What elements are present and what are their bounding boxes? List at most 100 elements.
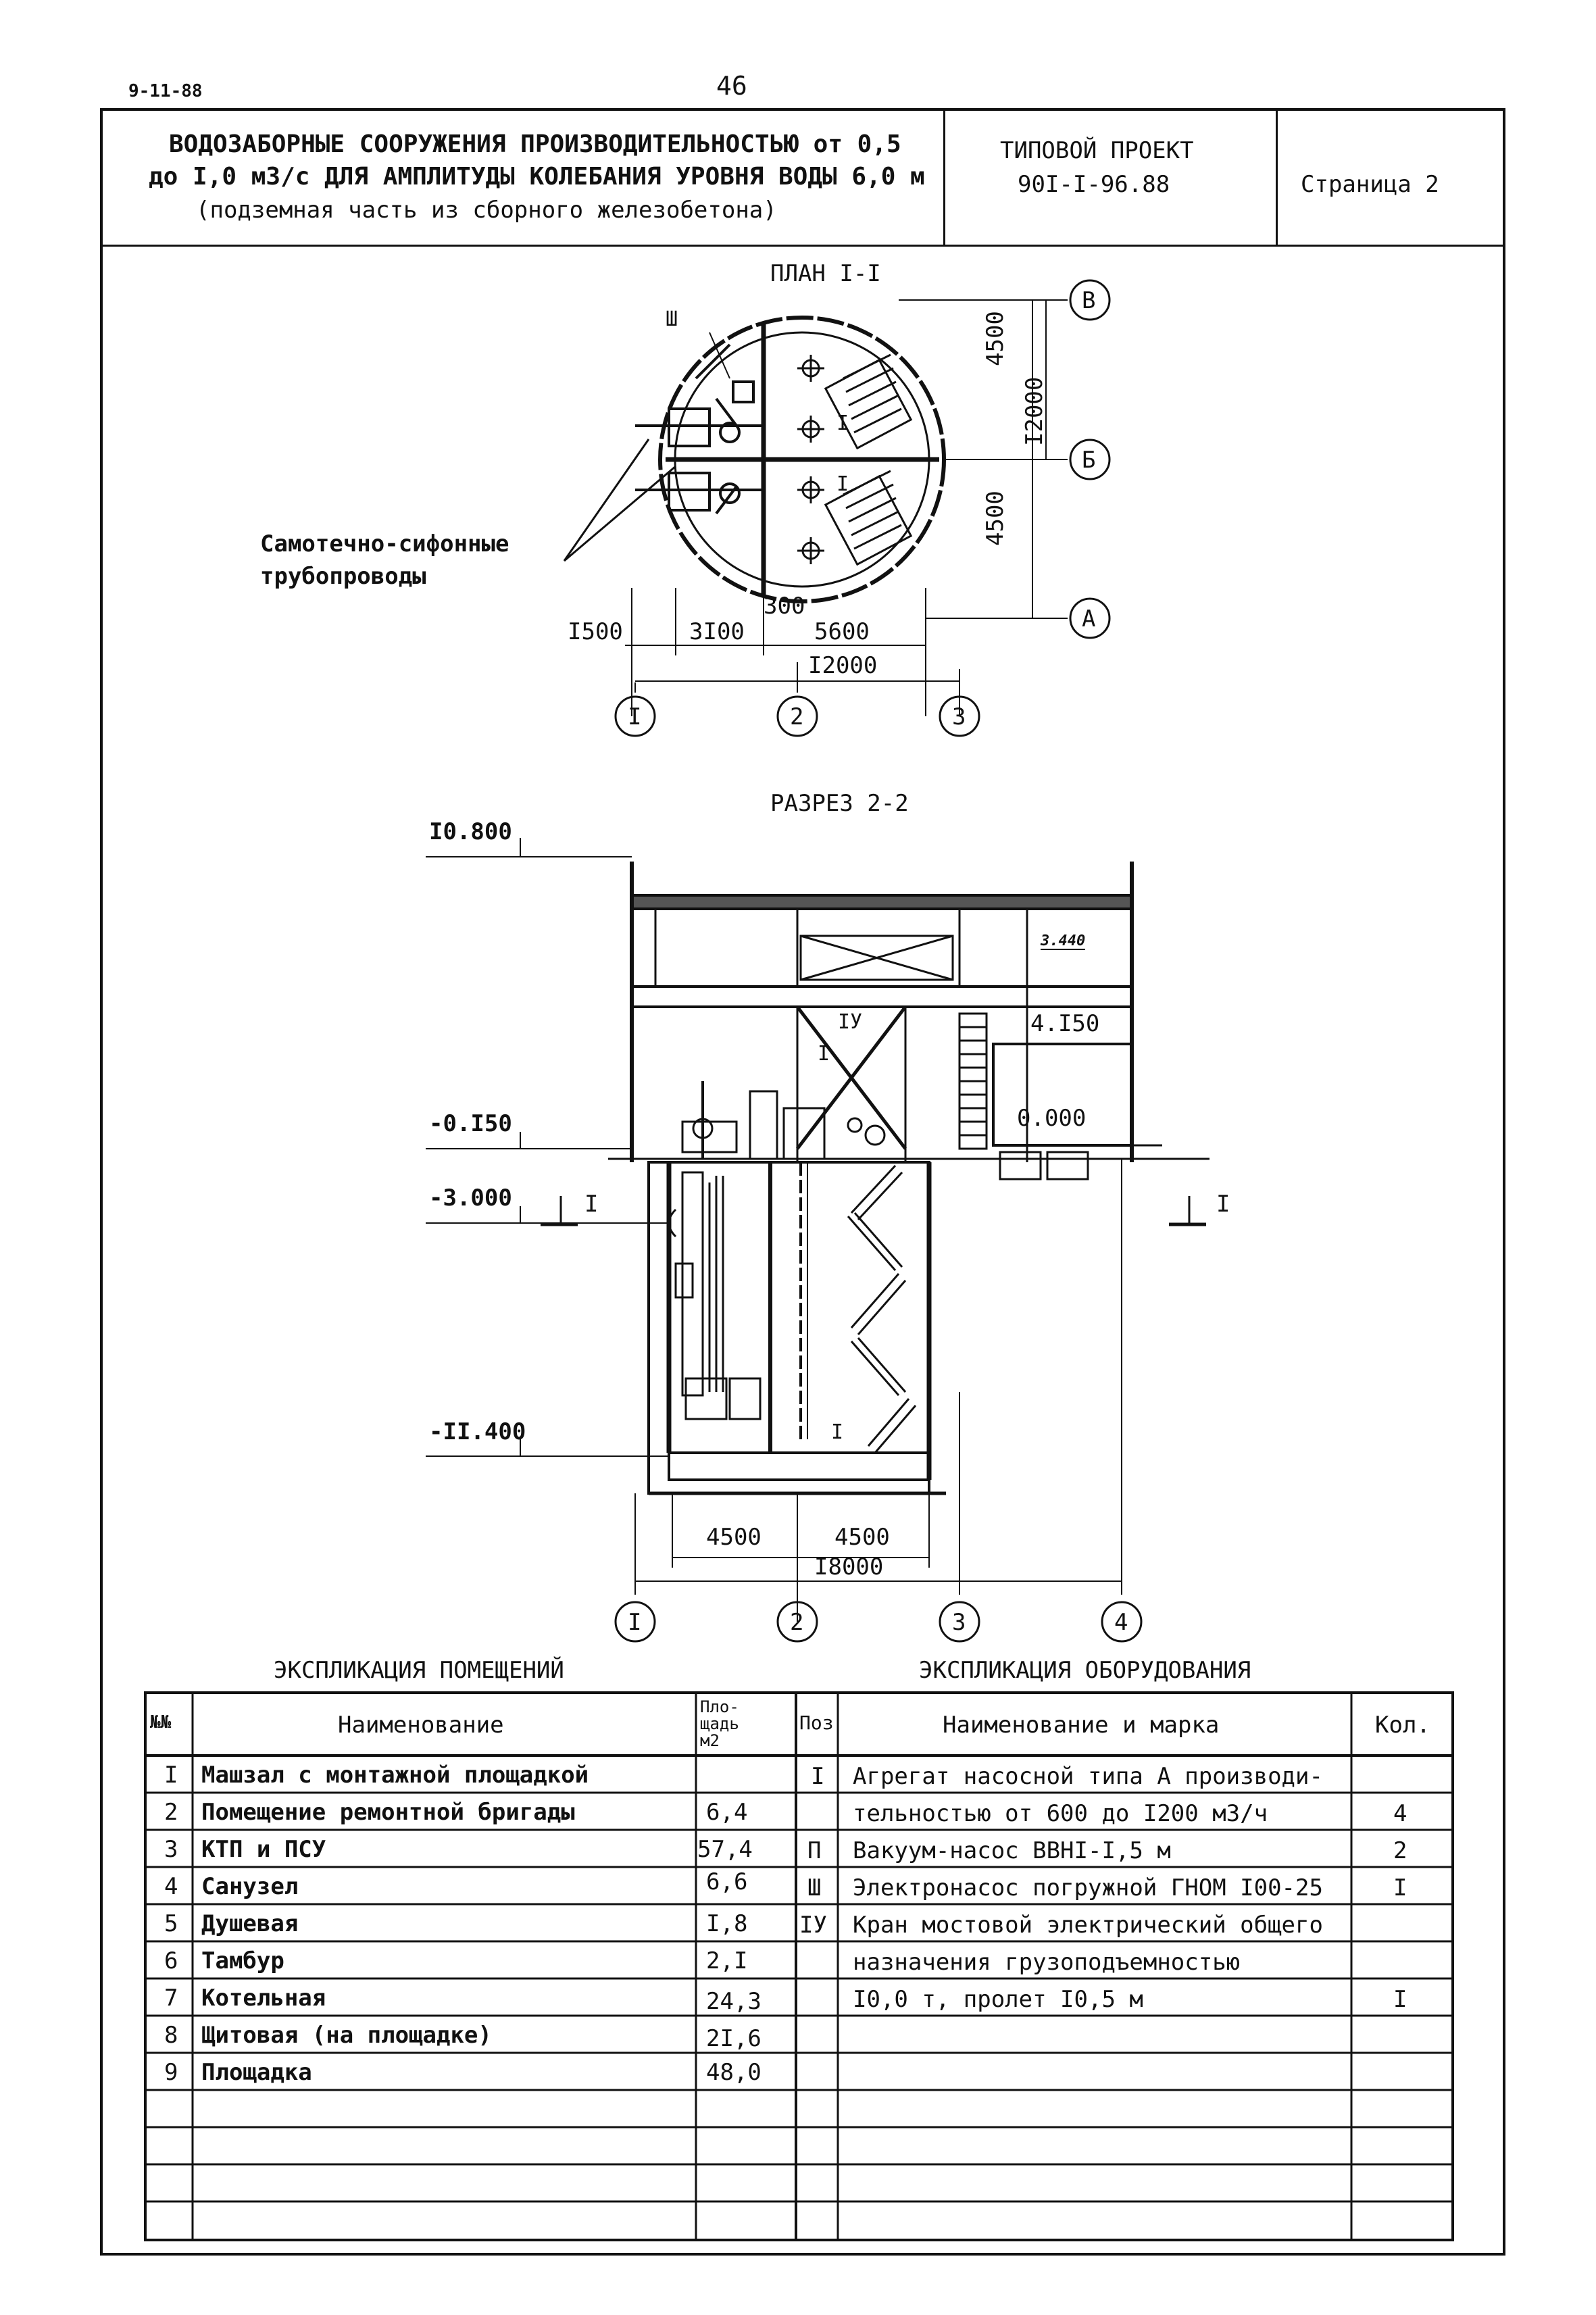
- page-label: Страница 2: [1301, 171, 1439, 198]
- room-area: 6,6: [706, 1868, 748, 1895]
- room-no: 3: [164, 1836, 178, 1863]
- sheet-code: 9-11-88: [128, 81, 203, 101]
- plan-dim-12000-vert: I2000: [1021, 376, 1048, 446]
- room-name: Щитовая (на площадке): [201, 2022, 492, 2049]
- section-cut-right: I: [1216, 1191, 1230, 1218]
- section-elev-m0150: -0.I50: [429, 1110, 512, 1137]
- room-name: Площадка: [201, 2059, 312, 2086]
- equipment-name: Агрегат насосной типа А производи-: [853, 1763, 1323, 1790]
- equipment-head-qty: Кол.: [1375, 1712, 1430, 1739]
- room-no: I: [164, 1762, 178, 1789]
- plan-dim-12000: I2000: [808, 652, 878, 679]
- plan-drawing: [563, 279, 1111, 737]
- section-dim-18000: I8000: [814, 1553, 884, 1580]
- plan-axis-1: I: [628, 703, 642, 730]
- room-no: 5: [164, 1910, 178, 1937]
- section-drawing: [426, 838, 1210, 1643]
- room-name: Котельная: [201, 1985, 326, 2012]
- section-title: РАЗРЕЗ 2-2: [770, 790, 909, 817]
- section-mark-i-bot: I: [831, 1420, 844, 1444]
- room-no: 2: [164, 1799, 178, 1826]
- tables-grid: [144, 1691, 1454, 2241]
- equipment-qty: 2: [1393, 1837, 1407, 1864]
- project-code: 90I-I-96.88: [1018, 171, 1170, 198]
- room-area: 6,4: [706, 1799, 748, 1826]
- section-elev-3440: 3.440: [1041, 932, 1086, 950]
- room-name: Помещение ремонтной бригады: [201, 1799, 575, 1826]
- plan-dim-4500-bot: 4500: [982, 491, 1009, 546]
- equipment-head-name: Наименование и марка: [943, 1712, 1220, 1739]
- project-label: ТИПОВОЙ ПРОЕКТ: [1000, 137, 1194, 164]
- room-name: КТП и ПСУ: [201, 1836, 326, 1863]
- section-axis-3: 3: [952, 1609, 966, 1636]
- plan-mark-i-a: I: [837, 412, 849, 435]
- plan-title: ПЛАН I-I: [770, 260, 881, 287]
- title-block-separator: [1276, 108, 1278, 245]
- title-block-divider: [100, 245, 1505, 247]
- section-axis-1: I: [628, 1609, 642, 1636]
- room-area: 48,0: [706, 2059, 762, 2086]
- room-no: 8: [164, 2022, 178, 2049]
- room-no: 6: [164, 1947, 178, 1974]
- page-number: 46: [716, 71, 747, 101]
- section-elev-0000: 0.000: [1017, 1105, 1087, 1132]
- room-no: 7: [164, 1985, 178, 2012]
- room-no: 4: [164, 1873, 178, 1900]
- plan-callout-line-1: Самотечно-сифонные: [260, 530, 509, 557]
- section-elev-top: I0.800: [429, 818, 512, 845]
- room-no: 9: [164, 2059, 178, 2086]
- equipment-pos: П: [807, 1837, 822, 1864]
- section-dim-4500-a: 4500: [706, 1524, 762, 1551]
- section-elev-4150: 4.I50: [1030, 1010, 1100, 1037]
- plan-axis-2: 2: [790, 703, 804, 730]
- title-block-separator: [943, 108, 945, 245]
- plan-dim-3100: 3I00: [689, 618, 745, 645]
- plan-axis-a: А: [1082, 605, 1096, 632]
- plan-mark-3: Ш: [666, 307, 678, 331]
- equipment-name: назначения грузоподъемностью: [853, 1949, 1241, 1976]
- room-area: I,8: [706, 1910, 748, 1937]
- plan-dim-300: 300: [764, 593, 805, 620]
- section-elev-m3000: -3.000: [429, 1185, 512, 1212]
- plan-axis-be: Б: [1082, 447, 1096, 474]
- room-name: Тамбур: [201, 1947, 284, 1974]
- plan-dim-4500-top: 4500: [982, 311, 1009, 366]
- sheet-frame: [100, 108, 1505, 2256]
- plan-axis-3: 3: [952, 703, 966, 730]
- equipment-name: тельностью от 600 до I200 м3/ч: [853, 1800, 1268, 1827]
- plan-dim-1500: I500: [568, 618, 623, 645]
- equipment-qty: 4: [1393, 1800, 1407, 1827]
- section-axis-4: 4: [1114, 1609, 1128, 1636]
- equipment-name: Кран мостовой электрический общего: [853, 1912, 1323, 1939]
- room-area: 24,3: [706, 1988, 762, 2015]
- section-mark-i-top: I: [818, 1042, 830, 1066]
- equipment-qty: I: [1393, 1986, 1407, 2013]
- rooms-head-name: Наименование: [338, 1712, 504, 1739]
- plan-dim-5600: 5600: [814, 618, 870, 645]
- room-name: Машзал с монтажной площадкой: [201, 1762, 589, 1789]
- title-line-2: до I,0 м3/с ДЛЯ АМПЛИТУДЫ КОЛЕБАНИЯ УРОВ…: [149, 163, 925, 191]
- room-name: Душевая: [201, 1910, 299, 1937]
- equipment-head-pos: Поз: [799, 1712, 834, 1734]
- equipment-pos: IУ: [799, 1912, 827, 1939]
- rooms-head-no: №№: [150, 1712, 172, 1733]
- plan-mark-i-b: I: [837, 472, 849, 496]
- equipment-pos: I: [811, 1763, 825, 1790]
- room-area: 2I,6: [706, 2025, 762, 2052]
- room-area: 57,4: [697, 1836, 753, 1863]
- section-mark-iu: IУ: [838, 1010, 863, 1034]
- rooms-table-caption: ЭКСПЛИКАЦИЯ ПОМЕЩЕНИЙ: [274, 1657, 564, 1684]
- room-area: 2,I: [706, 1947, 748, 1974]
- equipment-name: Электронасос погружной ГНОМ I00-25: [853, 1874, 1323, 1901]
- section-dim-4500-b: 4500: [834, 1524, 890, 1551]
- equipment-name: Вакуум-насос ВВНI-I,5 м: [853, 1837, 1171, 1864]
- equipment-pos: Ш: [807, 1874, 822, 1901]
- equipment-table-caption: ЭКСПЛИКАЦИЯ ОБОРУДОВАНИЯ: [919, 1657, 1251, 1684]
- section-elev-m11400: -II.400: [429, 1418, 526, 1445]
- rooms-head-area: Пло-щадь м2: [700, 1697, 739, 1751]
- plan-callout-line-2: трубопроводы: [260, 563, 426, 590]
- equipment-qty: I: [1393, 1874, 1407, 1901]
- section-cut-left: I: [584, 1191, 599, 1218]
- title-line-3: (подземная часть из сборного железобетон…: [196, 197, 777, 224]
